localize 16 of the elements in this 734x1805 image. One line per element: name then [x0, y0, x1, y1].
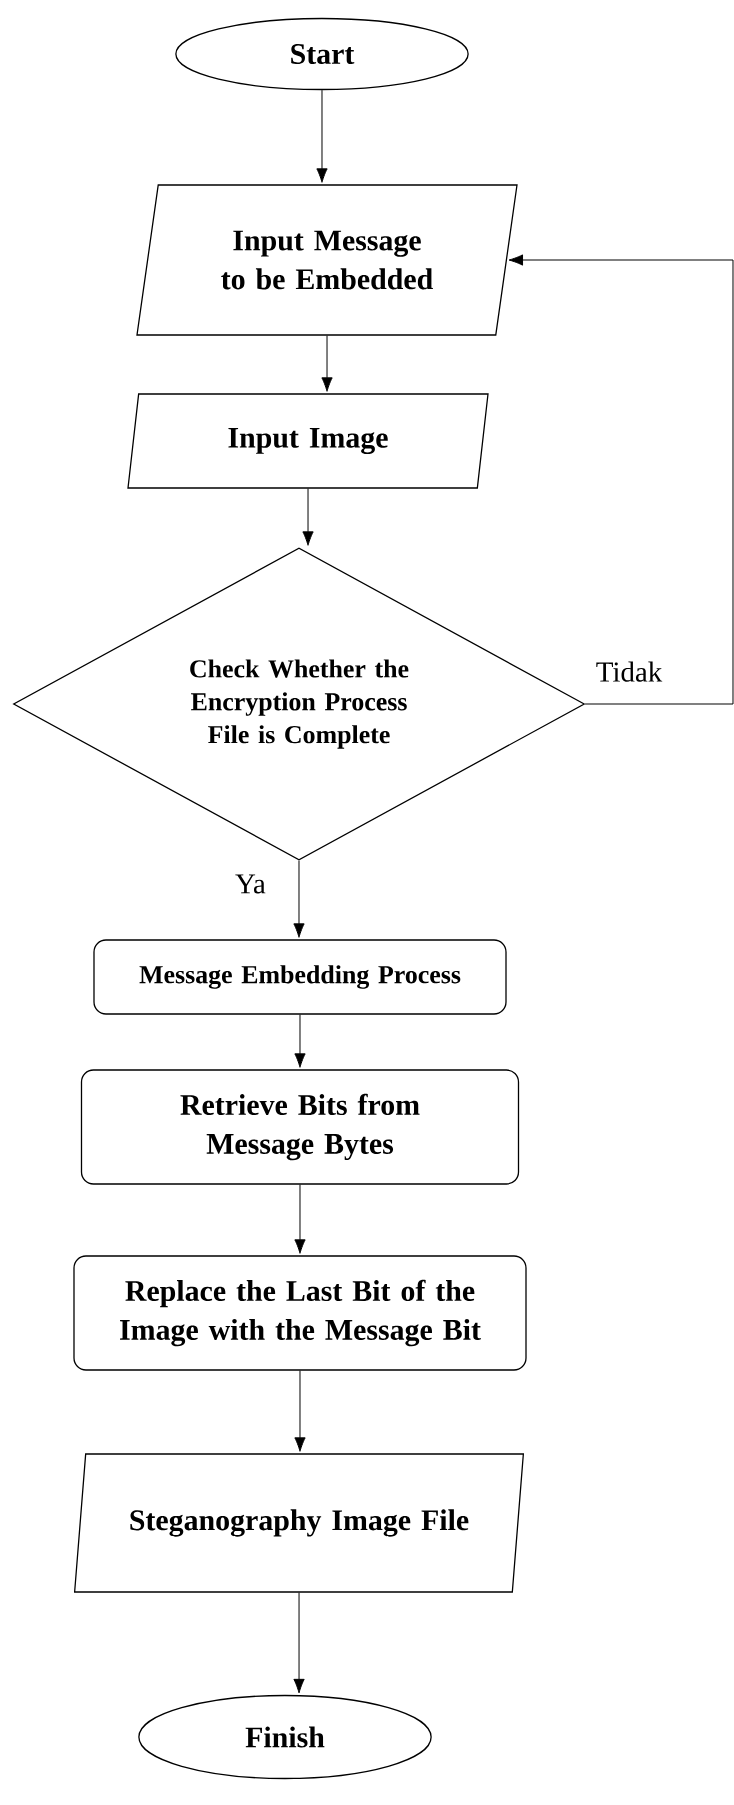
arrow — [294, 1370, 306, 1452]
input-parallelogram: Input Message to be Embedded — [136, 184, 518, 336]
input-parallelogram: Input Image — [127, 393, 489, 489]
edge-label: Tidak — [593, 659, 665, 684]
arrow — [293, 1592, 305, 1694]
arrow — [302, 488, 314, 546]
arrow — [294, 1184, 306, 1254]
arrow — [316, 89, 328, 183]
process-box: Replace the Last Bit of the Image with the Message Bit — [73, 1255, 527, 1371]
edge-label: Ya — [233, 872, 268, 896]
arrow — [293, 860, 305, 938]
process-box: Message Embedding Process — [93, 939, 507, 1015]
process-box: Retrieve Bits from Message Bytes — [80, 1069, 520, 1185]
arrow — [294, 1014, 306, 1068]
arrow — [508, 254, 734, 705]
arrow — [321, 335, 333, 392]
